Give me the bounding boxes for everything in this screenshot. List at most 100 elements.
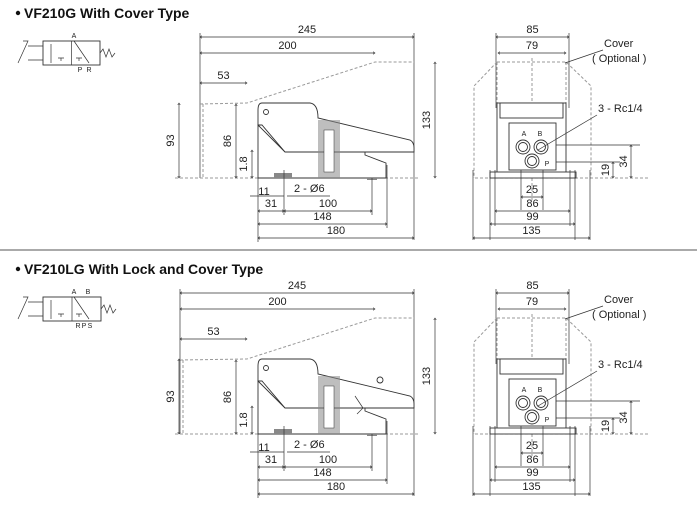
dimension-label: 11 xyxy=(258,442,269,454)
spring-icon xyxy=(99,48,116,58)
dimension-label: 133 xyxy=(421,111,433,129)
leader-line xyxy=(537,370,598,407)
dimension-label: 93 xyxy=(165,390,177,402)
dimension-label: 19 xyxy=(600,420,612,432)
bullet-icon xyxy=(15,266,21,272)
dimension-label: 148 xyxy=(313,211,331,223)
dimension-label: 148 xyxy=(313,467,331,479)
spool-bore xyxy=(323,385,335,429)
dimension-label: 99 xyxy=(526,467,538,479)
port-bore xyxy=(536,142,546,152)
port-label: P xyxy=(545,161,550,168)
dimension-label: 2 - Ø6 xyxy=(294,439,325,451)
port-label: A xyxy=(522,131,527,138)
lock-mechanism xyxy=(354,395,364,415)
dimension-label: 86 xyxy=(526,198,538,210)
mounting-foot xyxy=(274,173,292,178)
port-bore xyxy=(527,156,537,166)
dimension-label: 245 xyxy=(288,280,306,292)
port-label: A xyxy=(72,289,77,296)
dimension-label: 34 xyxy=(618,411,630,423)
cover-label: Cover xyxy=(604,294,634,306)
cover-label: Cover xyxy=(604,38,634,50)
leader-line xyxy=(564,305,604,320)
port-label: B xyxy=(538,387,543,394)
bullet-icon xyxy=(15,10,21,16)
dimension-label: 93 xyxy=(165,134,177,146)
dimension-label: 31 xyxy=(265,198,277,210)
dimension-label: 135 xyxy=(522,225,540,237)
flow-arrows-icon xyxy=(50,296,90,320)
pedal-actuator-icon xyxy=(17,40,43,64)
port-label: P xyxy=(545,417,550,424)
dimension-label: 86 xyxy=(222,391,234,403)
port-label: S xyxy=(88,323,93,330)
port-bore xyxy=(527,412,537,422)
dimension-label: 79 xyxy=(526,296,538,308)
cover-outline-dashed xyxy=(473,61,592,178)
dimension-label: 86 xyxy=(222,135,234,147)
leader-line xyxy=(537,114,598,151)
port-bore xyxy=(518,398,528,408)
port-label: A xyxy=(522,387,527,394)
dimension-label: 19 xyxy=(600,164,612,176)
port-label: P xyxy=(82,323,87,330)
dimension-label: 99 xyxy=(526,211,538,223)
dimension-label: 180 xyxy=(327,225,345,237)
dimension-label: 85 xyxy=(526,24,538,36)
port-label: R xyxy=(75,323,80,330)
dimension-label: 53 xyxy=(217,70,229,82)
cover-outline-dashed xyxy=(199,61,414,178)
dimension-label: 31 xyxy=(265,454,277,466)
dimension-label: 1.8 xyxy=(238,156,250,171)
port-label: R xyxy=(86,67,91,74)
mounting-flange xyxy=(489,171,577,179)
optional-label: ( Optional ) xyxy=(592,309,646,321)
dimension-label: 53 xyxy=(207,326,219,338)
cover-outline-dashed xyxy=(179,317,414,434)
dimension-label: 86 xyxy=(526,454,538,466)
spring-icon xyxy=(100,304,117,314)
dimension-label: 85 xyxy=(526,280,538,292)
port-label: B xyxy=(86,289,91,296)
pivot-pin xyxy=(263,365,269,371)
ports-label: 3 - Rc1/4 xyxy=(598,359,643,371)
dimension-label: 11 xyxy=(258,186,269,198)
valve-top xyxy=(499,358,564,375)
dimension-label: 34 xyxy=(618,155,630,167)
dimension-label: 25 xyxy=(526,440,538,452)
section-title: VF210G With Cover Type xyxy=(24,5,190,21)
pivot-pin xyxy=(263,109,269,115)
port-label: A xyxy=(72,33,77,40)
dimension-label: 100 xyxy=(319,198,337,210)
dimension-label: 25 xyxy=(526,184,538,196)
dimension-label: 100 xyxy=(319,454,337,466)
lock-pin xyxy=(376,376,384,384)
dimension-label: 133 xyxy=(421,367,433,385)
dimension-label: 2 - Ø6 xyxy=(294,183,325,195)
port-bore xyxy=(536,398,546,408)
ports-label: 3 - Rc1/4 xyxy=(598,103,643,115)
mounting-foot xyxy=(274,429,292,434)
dimension-label: 135 xyxy=(522,481,540,493)
valve-top xyxy=(499,102,564,119)
dimension-label: 200 xyxy=(278,40,296,52)
optional-label: ( Optional ) xyxy=(592,53,646,65)
dimension-label: 245 xyxy=(298,24,316,36)
port-label: P xyxy=(78,67,83,74)
flow-arrows-icon xyxy=(50,40,90,64)
front-view: 85 79 Cover ( Optional ) A B P 3 - Rc1/4 19 34 25 8… xyxy=(473,280,650,496)
leader-line xyxy=(564,49,604,64)
dimension-label: 180 xyxy=(327,481,345,493)
section-title: VF210LG With Lock and Cover Type xyxy=(24,261,263,277)
dimension-label: 79 xyxy=(526,40,538,52)
